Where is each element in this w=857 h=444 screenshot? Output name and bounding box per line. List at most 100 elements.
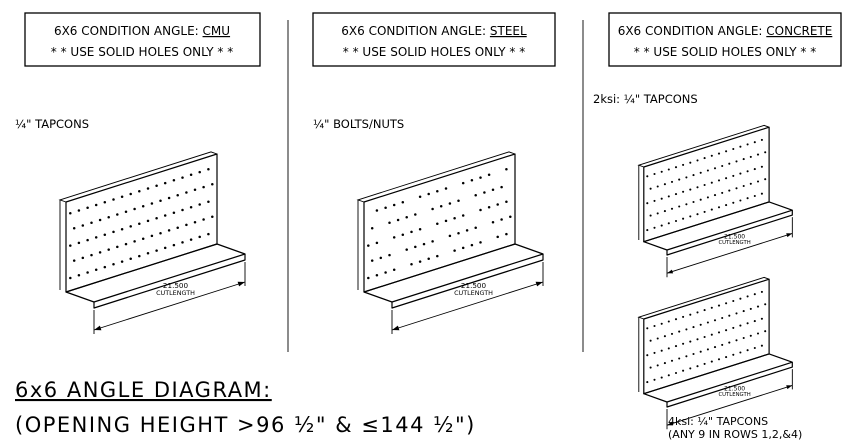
bolt-hole — [649, 366, 652, 369]
bolt-hole — [172, 243, 176, 247]
diagram-title: 6x6 ANGLE DIAGRAM: — [15, 378, 272, 402]
bolt-hole — [678, 357, 681, 360]
bolt-hole — [436, 222, 439, 225]
bolt-hole — [207, 232, 210, 236]
bolt-hole — [667, 320, 670, 323]
bolt-hole — [207, 168, 210, 171]
bolt-hole — [670, 207, 674, 210]
dimension-arrow — [667, 421, 674, 426]
bolt-hole — [461, 214, 465, 217]
bolt-hole — [717, 331, 721, 334]
bolt-hole — [656, 364, 659, 367]
bolt-hole — [479, 241, 482, 244]
bolt-hole — [746, 143, 749, 146]
dimension-label: CUTLENGTH — [454, 289, 493, 297]
bolt-hole — [388, 221, 391, 224]
bolt-hole — [682, 217, 685, 220]
bolt-hole — [457, 231, 460, 235]
bolt-hole — [649, 339, 652, 342]
bolt-hole — [685, 328, 688, 331]
bolt-hole — [172, 179, 176, 182]
bolt-hole — [211, 183, 214, 186]
bolt-hole — [69, 211, 72, 215]
bolt-hole — [500, 185, 503, 189]
bolt-hole — [461, 181, 465, 185]
bolt-hole — [138, 254, 141, 258]
bolt-hole — [696, 213, 699, 216]
bolt-hole — [436, 190, 439, 193]
bolt-hole — [649, 214, 652, 217]
bolt-hole — [77, 274, 81, 277]
bolt-hole — [717, 304, 721, 307]
bolt-hole — [717, 358, 721, 361]
bolt-hole — [699, 171, 702, 174]
bolt-hole — [717, 179, 721, 182]
bolt-hole — [496, 235, 499, 239]
bottom-leg-edge — [666, 362, 793, 408]
fastener-label-concrete-4ksi: 4ksi: ¼" TAPCONS — [668, 415, 768, 428]
bolt-hole — [431, 207, 434, 211]
bolt-hole — [710, 208, 713, 211]
dimension-arrow — [392, 325, 400, 331]
bolt-hole — [703, 157, 706, 160]
bolt-hole — [86, 206, 89, 209]
bolt-hole — [746, 197, 749, 200]
bolt-hole — [732, 147, 735, 151]
bolt-hole — [90, 221, 93, 224]
bolt-hole — [663, 335, 666, 338]
bolt-hole — [401, 233, 405, 236]
bolt-hole — [674, 318, 678, 321]
bolt-hole — [120, 260, 124, 263]
bolt-hole — [505, 200, 508, 203]
bolt-hole — [491, 220, 495, 224]
bolt-hole — [660, 170, 663, 173]
bolt-hole — [710, 306, 713, 309]
bolt-hole — [410, 263, 413, 266]
bolt-hole — [414, 213, 417, 216]
bolt-hole — [725, 177, 728, 180]
bolt-hole — [474, 226, 477, 229]
header-box-concrete: 6X6 CONDITION ANGLE: CONCRETE * * USE SO… — [608, 12, 842, 67]
bolt-hole — [725, 356, 728, 359]
bolt-hole — [713, 346, 717, 349]
dimension-value: 21.500 — [461, 281, 487, 290]
bolt-hole — [735, 312, 738, 315]
bolt-hole — [728, 162, 731, 165]
fastener-label-steel: ¼" BOLTS/NUTS — [313, 117, 404, 131]
bolt-hole — [470, 179, 474, 182]
bolt-hole — [728, 341, 731, 344]
bottom-leg-edge — [391, 254, 544, 309]
bolt-hole — [682, 315, 685, 318]
bolt-hole — [653, 172, 656, 176]
bolt-hole — [721, 164, 724, 168]
bolt-hole — [646, 381, 649, 384]
bolt-hole — [742, 336, 745, 340]
bolt-hole — [764, 151, 767, 154]
bolt-hole — [721, 343, 724, 346]
bolt-hole — [667, 222, 670, 225]
bolt-hole — [98, 218, 102, 222]
bolt-hole — [649, 187, 652, 190]
bolt-hole — [725, 204, 728, 207]
bolt-hole — [120, 227, 124, 231]
bolt-hole — [689, 340, 692, 343]
fastener-label-cmu: ¼" TAPCONS — [15, 117, 89, 131]
bolt-hole — [678, 178, 681, 181]
bolt-hole — [689, 161, 692, 164]
bolt-hole — [646, 354, 649, 357]
bolt-hole — [392, 203, 396, 207]
bolt-hole — [94, 268, 98, 272]
bolt-hole — [725, 329, 728, 332]
bolt-hole — [735, 339, 738, 342]
bolt-hole — [112, 263, 115, 266]
bolt-hole — [760, 317, 763, 320]
dimension-line — [391, 281, 544, 331]
bolt-hole — [656, 337, 659, 340]
bolt-hole — [646, 202, 649, 205]
bolt-hole — [392, 268, 396, 272]
bolt-hole — [721, 316, 724, 320]
bolt-hole — [653, 226, 656, 229]
bolt-hole — [146, 187, 150, 190]
